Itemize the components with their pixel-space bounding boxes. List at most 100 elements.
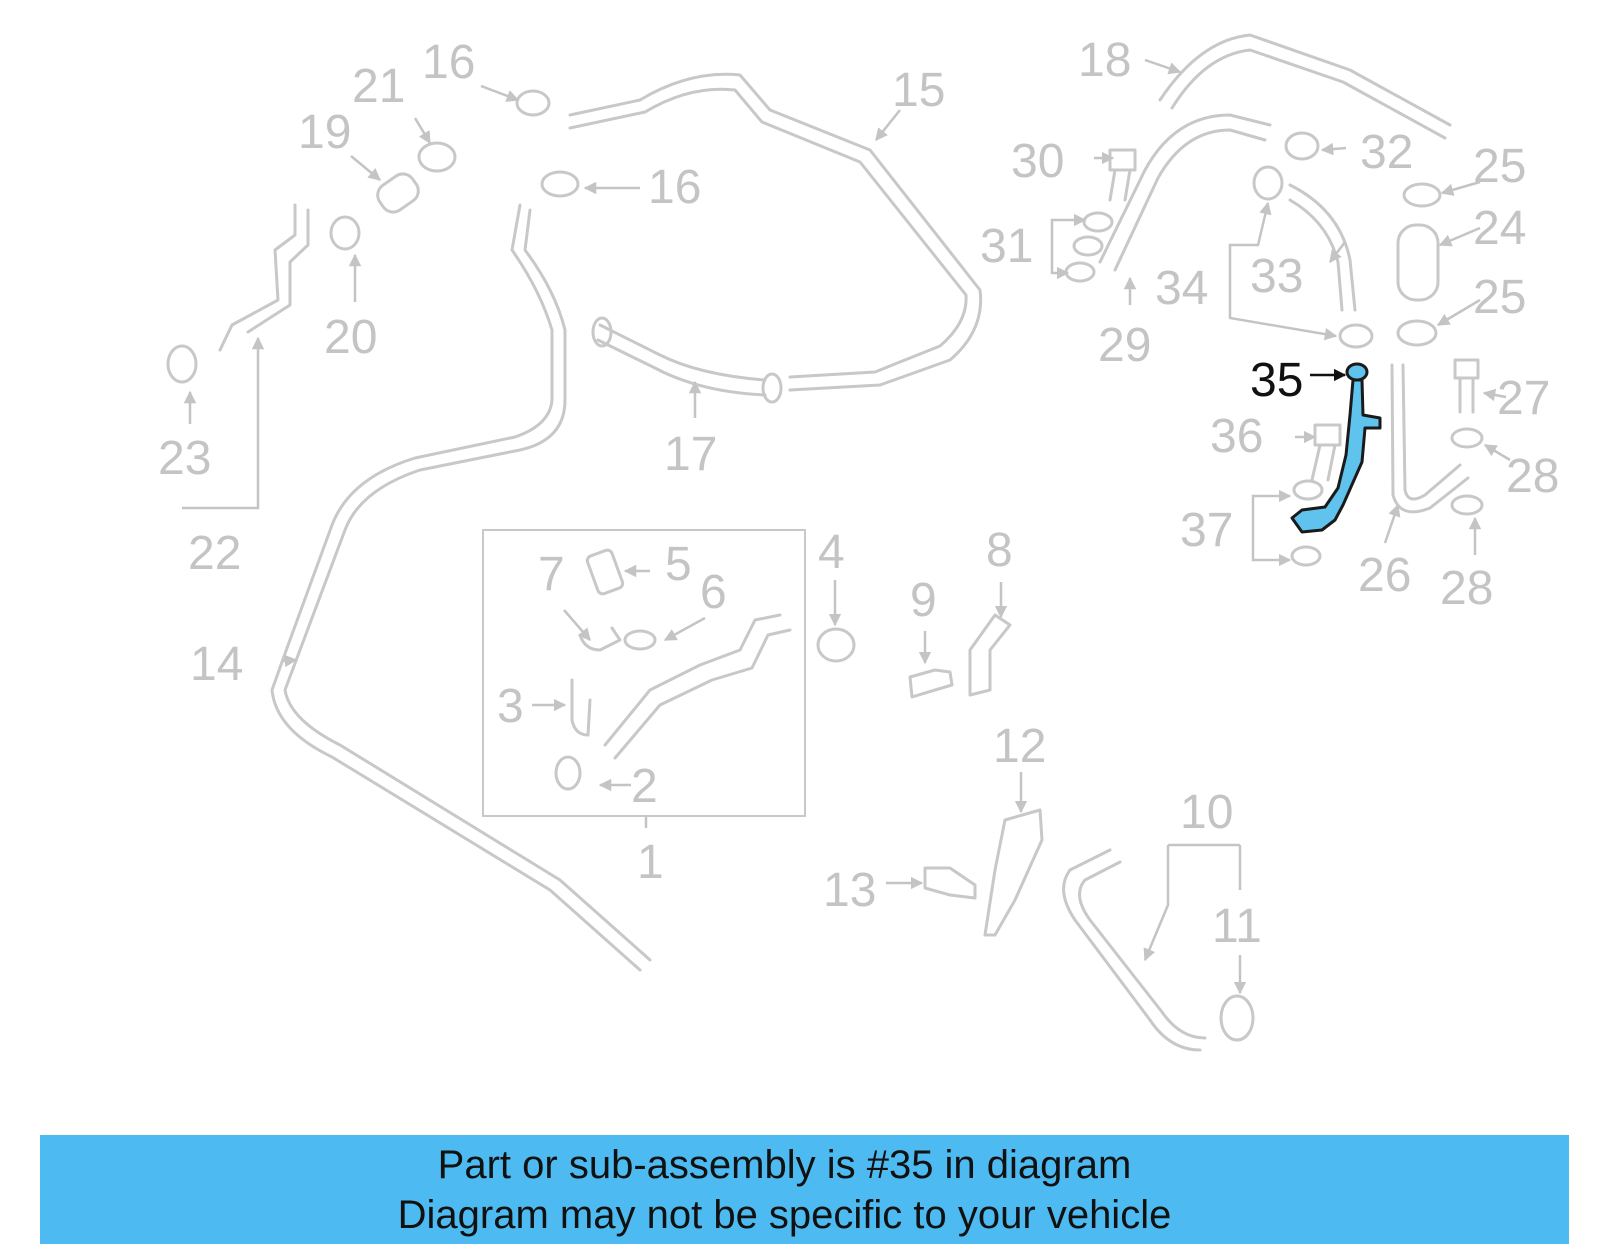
hose-18-outline (1170, 48, 1447, 140)
callout-16-top: 16 (422, 36, 475, 89)
fitting-22 (218, 203, 310, 352)
callout-5: 5 (665, 538, 692, 591)
callout-29: 29 (1098, 319, 1151, 372)
hose-10 (1062, 848, 1207, 1052)
hose-assembly-1 (603, 613, 792, 760)
washer-28a (1450, 427, 1484, 449)
oring-11 (1219, 994, 1255, 1042)
callout-17: 17 (664, 428, 717, 481)
callout-11: 11 (1212, 900, 1262, 953)
hose-14-outline (270, 203, 642, 972)
clip-7 (578, 626, 622, 652)
hose-15 (568, 72, 983, 392)
seal-6 (623, 629, 657, 651)
clamp-16-top (515, 89, 551, 117)
pipe-35[interactable] (1290, 378, 1382, 534)
washer-31a (1082, 211, 1114, 233)
bolt-30 (1108, 148, 1137, 202)
washer-28b (1450, 494, 1484, 516)
clip-3 (570, 678, 592, 737)
clamp-20 (329, 215, 361, 251)
sensor-5 (585, 548, 625, 596)
pipe-35-top-cap[interactable] (1345, 362, 1369, 382)
clamp-4 (816, 627, 856, 663)
clamp-32 (1284, 131, 1320, 161)
callout-7: 7 (538, 548, 565, 601)
washer-31b (1072, 235, 1104, 257)
hose-17 (598, 323, 767, 382)
callout-20: 20 (324, 311, 377, 364)
banner-line-1: Part or sub-assembly is #35 in diagram (437, 1142, 1132, 1187)
bolt-13 (923, 866, 977, 900)
callout-12: 12 (993, 720, 1046, 773)
callout-10: 10 (1180, 786, 1233, 839)
hose-29 (1098, 113, 1272, 264)
callout-19: 19 (298, 106, 351, 159)
hose-29-outline (1113, 128, 1267, 272)
bracket-12 (983, 808, 1044, 937)
callout-14: 14 (190, 638, 243, 691)
callout-16-mid: 16 (648, 161, 701, 214)
callout-18: 18 (1078, 34, 1131, 87)
hose-14 (283, 208, 652, 962)
callout-2: 2 (631, 760, 658, 813)
clamp-34a (1252, 165, 1284, 201)
callout-6: 6 (700, 566, 727, 619)
callout-8: 8 (986, 524, 1013, 577)
callout-22: 22 (188, 527, 241, 580)
callout-labels: 1 2 3 4 5 6 7 8 9 10 11 12 13 14 15 16 1… (158, 34, 1559, 953)
callout-25-bottom: 25 (1473, 271, 1526, 324)
clamp-34b (1338, 323, 1374, 349)
callout-3: 3 (497, 680, 524, 733)
hose-18 (1158, 33, 1452, 127)
tube-24 (1396, 223, 1440, 302)
bolt-27 (1453, 358, 1480, 414)
callout-26: 26 (1358, 549, 1411, 602)
washer-37b (1290, 545, 1322, 567)
callout-24: 24 (1473, 202, 1526, 255)
washer-31c (1064, 261, 1096, 283)
callout-36: 36 (1210, 410, 1263, 463)
hose-15-outline (568, 87, 968, 379)
callout-32: 32 (1360, 126, 1413, 179)
bracket-8 (968, 613, 1012, 697)
callout-13: 13 (823, 864, 876, 917)
assembly-1-box (482, 529, 806, 817)
leader-lines (182, 58, 1511, 995)
banner-line-2: Diagram may not be specific to your vehi… (397, 1192, 1172, 1237)
info-banner: Part or sub-assembly is #35 in diagram D… (40, 1135, 1569, 1244)
callout-4: 4 (818, 526, 845, 579)
clamp-25-bottom (1396, 319, 1438, 347)
callout-33: 33 (1250, 250, 1303, 303)
callout-1: 1 (637, 836, 664, 889)
connector-19 (376, 172, 420, 214)
hose-17-end (591, 316, 613, 348)
callout-35[interactable]: 35 (1250, 354, 1303, 407)
callout-27: 27 (1497, 372, 1550, 425)
callout-25-top: 25 (1473, 140, 1526, 193)
callout-34: 34 (1155, 262, 1208, 315)
pipe-26 (1390, 363, 1470, 514)
washer-37a (1292, 479, 1324, 501)
highlighted-part-35[interactable] (1290, 362, 1382, 534)
oring-2 (554, 755, 582, 791)
oring-23 (166, 344, 198, 384)
hose-17-outline (596, 338, 767, 397)
callout-37: 37 (1180, 504, 1233, 557)
callout-31: 31 (980, 220, 1033, 273)
callout-23: 23 (158, 432, 211, 485)
bolt-36 (1310, 423, 1342, 482)
part-drawings (166, 33, 1484, 1052)
callout-9: 9 (910, 574, 937, 627)
bolt-9 (908, 668, 954, 699)
callout-15: 15 (892, 64, 945, 117)
clamp-25-top (1402, 182, 1442, 208)
clamp-16-mid (540, 170, 580, 198)
callout-28-bottom: 28 (1440, 562, 1493, 615)
callout-28-top: 28 (1506, 450, 1559, 503)
clamp-21 (417, 141, 457, 173)
callout-30: 30 (1011, 135, 1064, 188)
callout-21: 21 (352, 60, 405, 113)
hose-17-end-2 (761, 372, 783, 404)
